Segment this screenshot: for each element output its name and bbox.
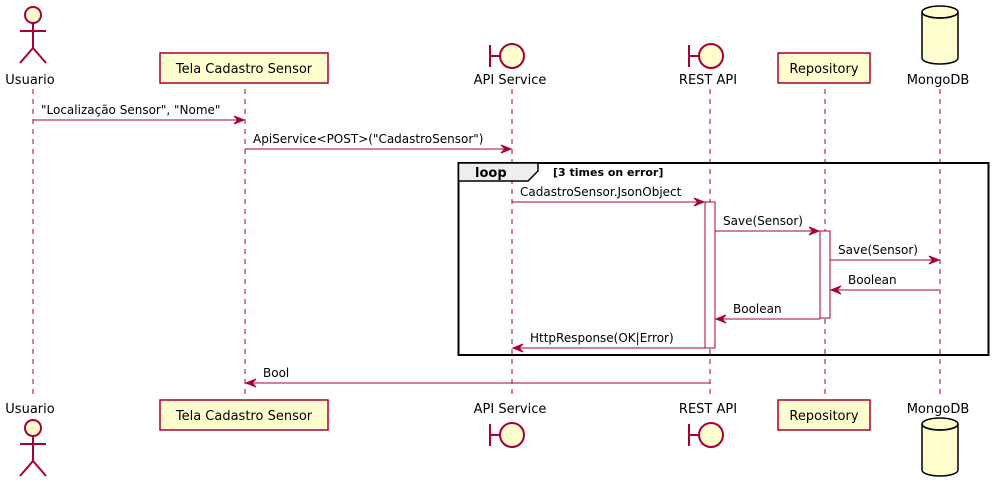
arrowhead-icon — [244, 378, 257, 388]
loop-frame — [457, 162, 990, 356]
database-icon — [921, 424, 959, 477]
participant-box — [159, 399, 329, 431]
participant-label-tela: Tela Cadastro Sensor — [175, 62, 313, 77]
activation-rest-api — [704, 201, 716, 349]
message-label: ApiService<POST>("CadastroSensor") — [253, 132, 483, 146]
boundary-api-bottom: API Service — [474, 402, 547, 448]
message-label: CadastroSensor.JsonObject — [520, 185, 682, 199]
message-6: Boolean — [829, 273, 939, 295]
arrowhead-icon — [511, 343, 524, 353]
message-label: Boolean — [848, 273, 897, 287]
participant-label-usuario-bottom: Usuario — [5, 402, 54, 417]
boundary-rest-top: REST API — [679, 43, 737, 88]
database-band-icon — [921, 423, 959, 431]
database-icon — [921, 12, 959, 65]
arrowhead-icon — [714, 314, 727, 324]
boundary-api-top: API Service — [474, 43, 547, 88]
messages: "Localização Sensor", "Nome" ApiService<P… — [33, 103, 941, 388]
participant-label-usuario: Usuario — [5, 73, 54, 88]
participant-label-mongo: MongoDB — [907, 73, 970, 88]
arrowhead-icon — [500, 144, 513, 154]
arrowhead-icon — [693, 197, 706, 207]
loop-condition: [3 times on error] — [553, 166, 663, 179]
database-mongo-top: MongoDB — [907, 5, 970, 88]
message-1: "Localização Sensor", "Nome" — [33, 103, 246, 125]
actor-head-icon — [24, 419, 42, 437]
participant-tela-top: Tela Cadastro Sensor — [159, 52, 329, 84]
message-label: "Localização Sensor", "Nome" — [41, 103, 220, 117]
participant-repo-top: Repository — [777, 52, 871, 84]
participant-box — [777, 399, 871, 431]
message-4: Save(Sensor) — [715, 214, 821, 236]
actor-leg-right-icon — [32, 47, 47, 64]
message-3: CadastroSensor.JsonObject — [512, 185, 706, 207]
message-label: Save(Sensor) — [838, 243, 918, 257]
participant-label-mongo-bottom: MongoDB — [907, 402, 970, 417]
message-2: ApiService<POST>("CadastroSensor") — [245, 132, 513, 154]
database-band-icon — [921, 11, 959, 19]
participant-box — [159, 52, 329, 84]
participant-label-rest: REST API — [679, 73, 737, 88]
message-7: Boolean — [714, 302, 820, 324]
actor-head-icon — [24, 6, 42, 24]
participant-label-api: API Service — [474, 73, 547, 88]
actor-leg-right-icon — [32, 460, 47, 477]
message-5: Save(Sensor) — [830, 243, 941, 265]
actor-leg-left-icon — [19, 460, 34, 477]
actor-leg-left-icon — [19, 47, 34, 64]
message-label: HttpResponse(OK|Error) — [530, 331, 674, 345]
participant-box — [777, 52, 871, 84]
participant-label-repo-bottom: Repository — [789, 409, 858, 424]
loop-fragment: loop [3 times on error] — [457, 162, 990, 356]
boundary-circle-icon — [698, 43, 724, 69]
participant-label-repo: Repository — [789, 62, 858, 77]
participant-label-rest-bottom: REST API — [679, 402, 737, 417]
boundary-circle-icon — [698, 422, 724, 448]
message-9: Bool — [244, 366, 710, 388]
message-label: Bool — [263, 366, 289, 380]
database-mongo-bottom: MongoDB — [907, 402, 970, 477]
actor-usuario-bottom: Usuario — [5, 402, 55, 477]
loop-keyword: loop — [475, 166, 507, 181]
activation-repository — [819, 230, 831, 319]
message-label: Boolean — [733, 302, 782, 316]
boundary-circle-icon — [499, 422, 525, 448]
boundary-circle-icon — [499, 43, 525, 69]
arrowhead-icon — [829, 285, 842, 295]
participant-tela-bottom: Tela Cadastro Sensor — [159, 399, 329, 431]
actor-usuario-top: Usuario — [5, 6, 55, 88]
boundary-rest-bottom: REST API — [679, 402, 737, 448]
participant-label-tela-bottom: Tela Cadastro Sensor — [175, 409, 313, 424]
participant-label-api-bottom: API Service — [474, 402, 547, 417]
participant-repo-bottom: Repository — [777, 399, 871, 431]
arrowhead-icon — [233, 115, 246, 125]
lifelines — [32, 89, 941, 397]
arrowhead-icon — [928, 255, 941, 265]
arrowhead-icon — [808, 226, 821, 236]
message-label: Save(Sensor) — [723, 214, 803, 228]
loop-tab — [457, 162, 539, 182]
message-8: HttpResponse(OK|Error) — [511, 331, 705, 353]
